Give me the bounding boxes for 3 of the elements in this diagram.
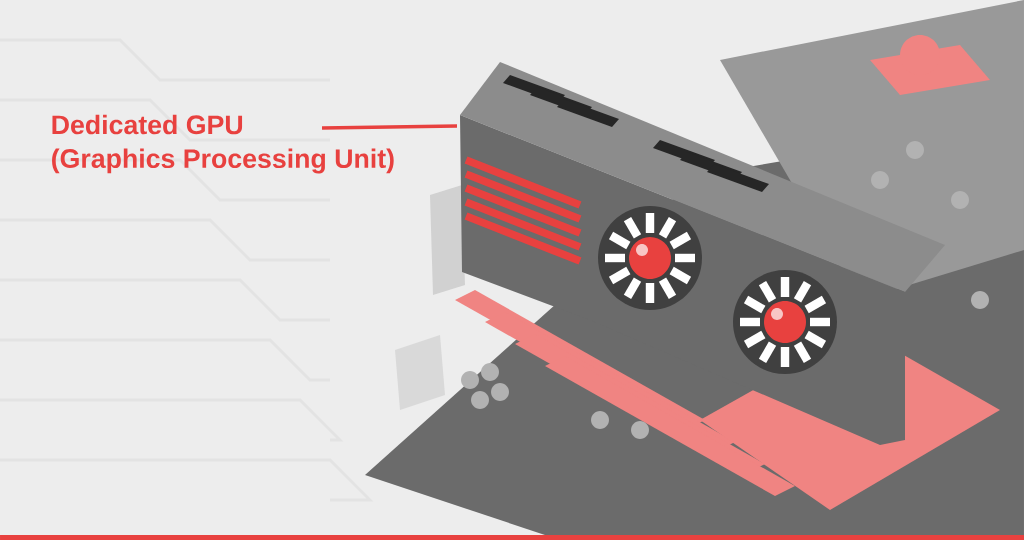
callout-label: Dedicated GPU (Graphics Processing Unit) [52,114,394,174]
graphics-card-drawing [430,62,945,445]
leader-line [322,124,458,130]
